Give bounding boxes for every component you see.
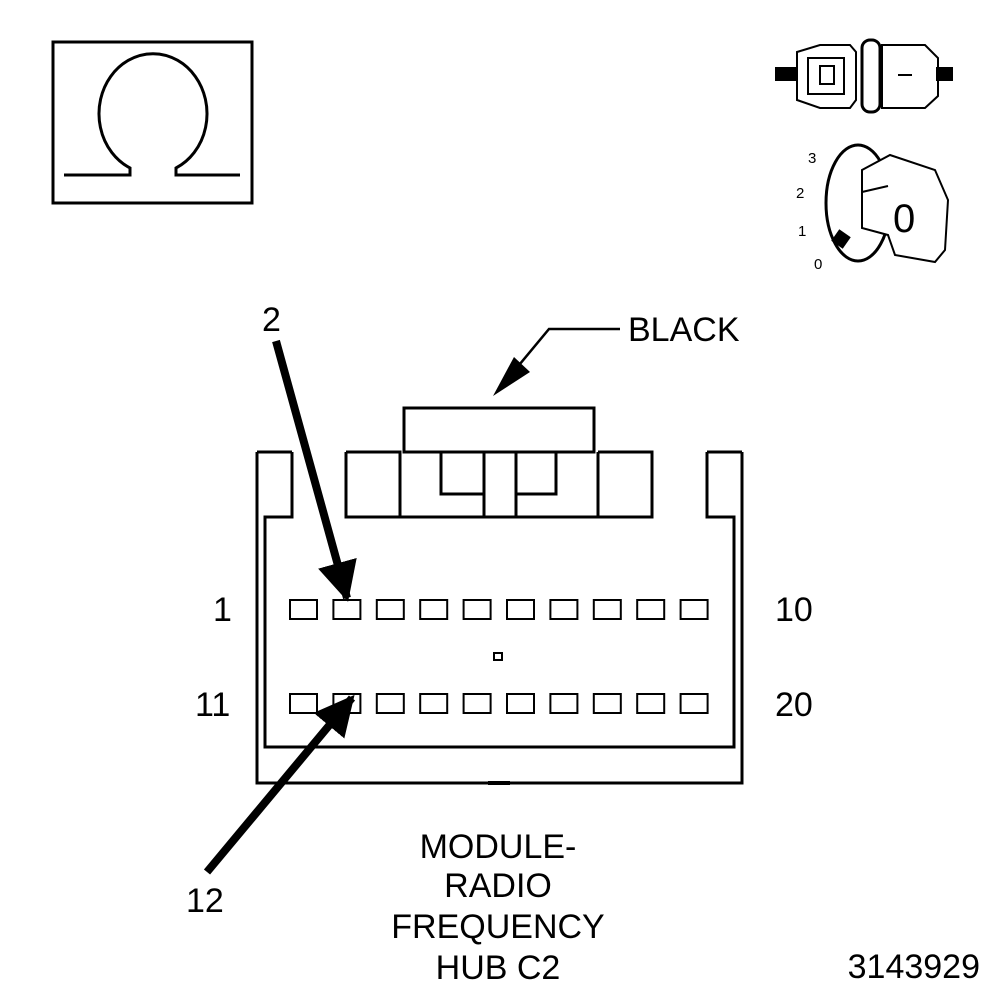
ignition-position-0: 0 [814,256,822,273]
pin-cavity-4 [419,599,449,620]
pin-cavity-8 [592,599,622,620]
pin-label-10: 10 [775,591,813,629]
ignition-key-label: 0 [893,197,915,241]
pin-cavity-6 [506,599,535,620]
callout-label-top: 2 [262,301,281,339]
pin-label-1: 1 [213,591,232,629]
connector-title: MODULE- RADIO FREQUENCY HUB C2 [391,828,604,987]
connector-color-label: BLACK [628,311,740,349]
pin-cavity-15 [462,693,492,714]
figure-id: 3143929 [848,948,980,986]
ignition-key-off-icon: 3 2 1 0 0 [796,143,950,273]
disconnected-connector-icon [775,38,953,114]
pin-cavity-20 [679,693,709,714]
ignition-position-3: 3 [808,150,816,167]
pin-row-top [289,599,709,620]
pin-cavity-9 [636,599,666,620]
callout-label-bottom: 12 [186,882,224,920]
color-callout: BLACK [493,311,740,396]
pin-cavity-3 [375,599,405,620]
pin-label-20: 20 [775,686,813,724]
callout-arrow-top [272,339,357,602]
title-line-2: RADIO [444,867,552,905]
pin-cavity-14 [419,693,449,714]
pin-label-11: 11 [195,686,230,724]
pin-cavity-10 [679,599,709,620]
pin-cavity-1 [289,599,318,620]
pin-cavity-13 [375,693,405,714]
ohm-symbol-icon [51,40,254,205]
pin-cavity-16 [506,693,535,714]
pin-cavity-11 [289,693,318,714]
connector-body [255,406,744,785]
pin-cavity-19 [636,693,666,714]
pin-cavity-18 [592,693,622,714]
callout-arrow-bottom [203,694,356,875]
pin-cavity-7 [549,599,579,620]
title-line-3: FREQUENCY [391,908,604,946]
ignition-position-2: 2 [796,185,804,202]
pin-cavity-5 [462,599,492,620]
pin-row-bottom [289,693,709,714]
pin-cavity-17 [549,693,579,714]
title-line-4: HUB C2 [436,949,561,987]
pin-cavity-2 [332,599,362,620]
title-line-1: MODULE- [420,828,577,866]
ignition-position-1: 1 [798,223,806,240]
